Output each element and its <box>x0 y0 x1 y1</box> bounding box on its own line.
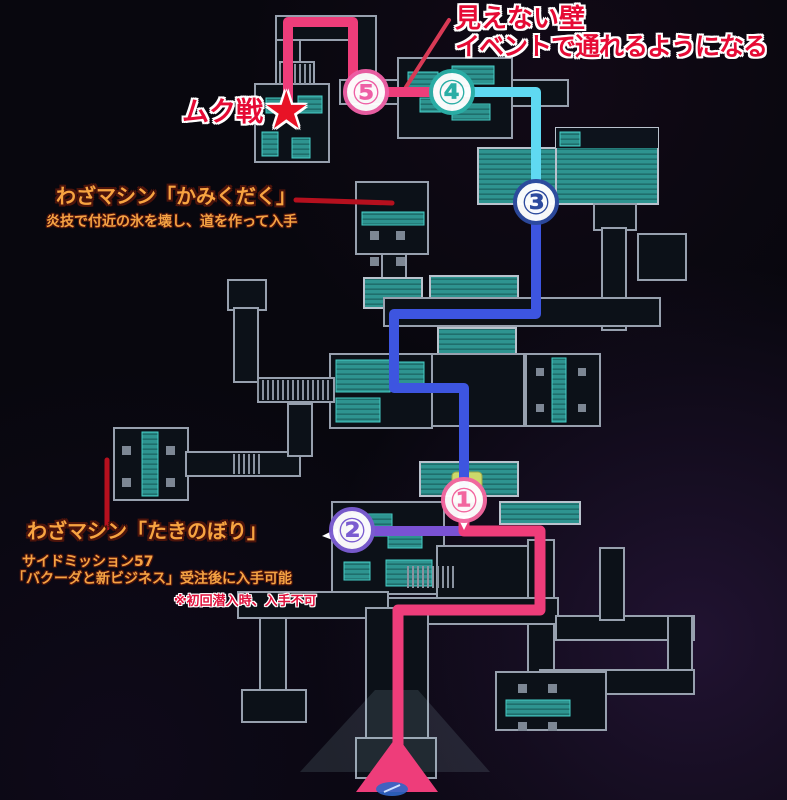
map-teal-block <box>395 361 425 387</box>
map-room <box>637 233 687 281</box>
waypoint-number-5: ⑤ <box>352 73 381 113</box>
side-mission-line2: 「バクーダと新ビジネス」受注後に入手可能 <box>12 571 292 587</box>
map-corridor <box>259 617 287 695</box>
map-detail-square <box>370 257 379 266</box>
map-detail-square <box>518 722 527 731</box>
map-corridor <box>599 547 625 621</box>
map-detail-square <box>166 478 175 487</box>
route-cyan <box>446 87 541 207</box>
line-to-crunch-room <box>293 197 395 206</box>
map-detail-square <box>536 368 544 376</box>
waypoint-marker-1 <box>441 477 487 523</box>
map-detail-square <box>122 478 131 487</box>
map-teal-block <box>343 561 371 581</box>
map-teal-block <box>297 95 323 114</box>
map-detail-square <box>548 684 557 693</box>
map-detail-square <box>518 684 527 693</box>
route-blue <box>389 197 541 517</box>
entrance-arrow <box>356 736 438 792</box>
map-teal-block <box>335 397 381 423</box>
waypoint-marker-2 <box>329 507 375 553</box>
side-mission-line1: サイドミッション57 <box>22 554 154 570</box>
map-teal-block <box>335 359 391 393</box>
map-detail-square <box>166 446 175 455</box>
invisible-wall-note-line1: 見えない壁 <box>455 4 586 34</box>
first-visit-note: ※初回潜入時、入手不可 <box>174 594 317 609</box>
map-detail-square <box>578 368 586 376</box>
boss-star-icon: ★ <box>263 81 310 141</box>
waypoint-marker-4 <box>429 69 475 115</box>
map-corridor <box>257 377 335 403</box>
map-teal-block <box>261 131 279 157</box>
map-detail-square <box>122 446 131 455</box>
invisible-wall-note-line2: イベントで通れるようになる <box>455 32 768 61</box>
watermark-logo-slash <box>383 784 401 793</box>
map-detail-square <box>396 257 405 266</box>
waypoint-number-2: ② <box>338 511 367 551</box>
map-teal-block <box>361 211 425 226</box>
map-teal-block <box>141 431 159 497</box>
waypoint-number-1: ① <box>450 481 479 521</box>
map-corridor <box>237 591 389 619</box>
tm-crunch-note: 炎技で付近の氷を壊し、道を作って入手 <box>46 214 298 230</box>
map-corridor <box>233 307 259 383</box>
map-corridor <box>287 403 313 457</box>
map-teal-block <box>551 357 567 423</box>
map-detail-square <box>396 231 405 240</box>
waypoint-marker-3 <box>513 179 559 225</box>
map-detail-square <box>548 722 557 731</box>
waypoint-number-3: ③ <box>522 183 551 223</box>
tm-waterfall-title: わざマシン「たきのぼり」 <box>27 519 267 543</box>
map-room <box>227 279 267 311</box>
map-teal-block <box>505 699 571 717</box>
map-detail-square <box>536 404 544 412</box>
boss-battle-label: ムク戦 <box>182 97 263 128</box>
map-corridor <box>593 203 637 231</box>
waypoint-number-4: ④ <box>438 73 467 113</box>
waypoint-marker-5 <box>343 69 389 115</box>
map-teal-block <box>291 137 311 159</box>
map-room-teal <box>499 501 581 525</box>
tm-crunch-title: わざマシン「かみくだく」 <box>56 184 296 208</box>
map-room <box>241 689 307 723</box>
map-detail-square <box>370 231 379 240</box>
line-to-invisible-wall <box>404 18 451 89</box>
map-room-header-band <box>556 128 658 148</box>
map-teal-block <box>559 131 581 147</box>
map-detail-square <box>578 404 586 412</box>
